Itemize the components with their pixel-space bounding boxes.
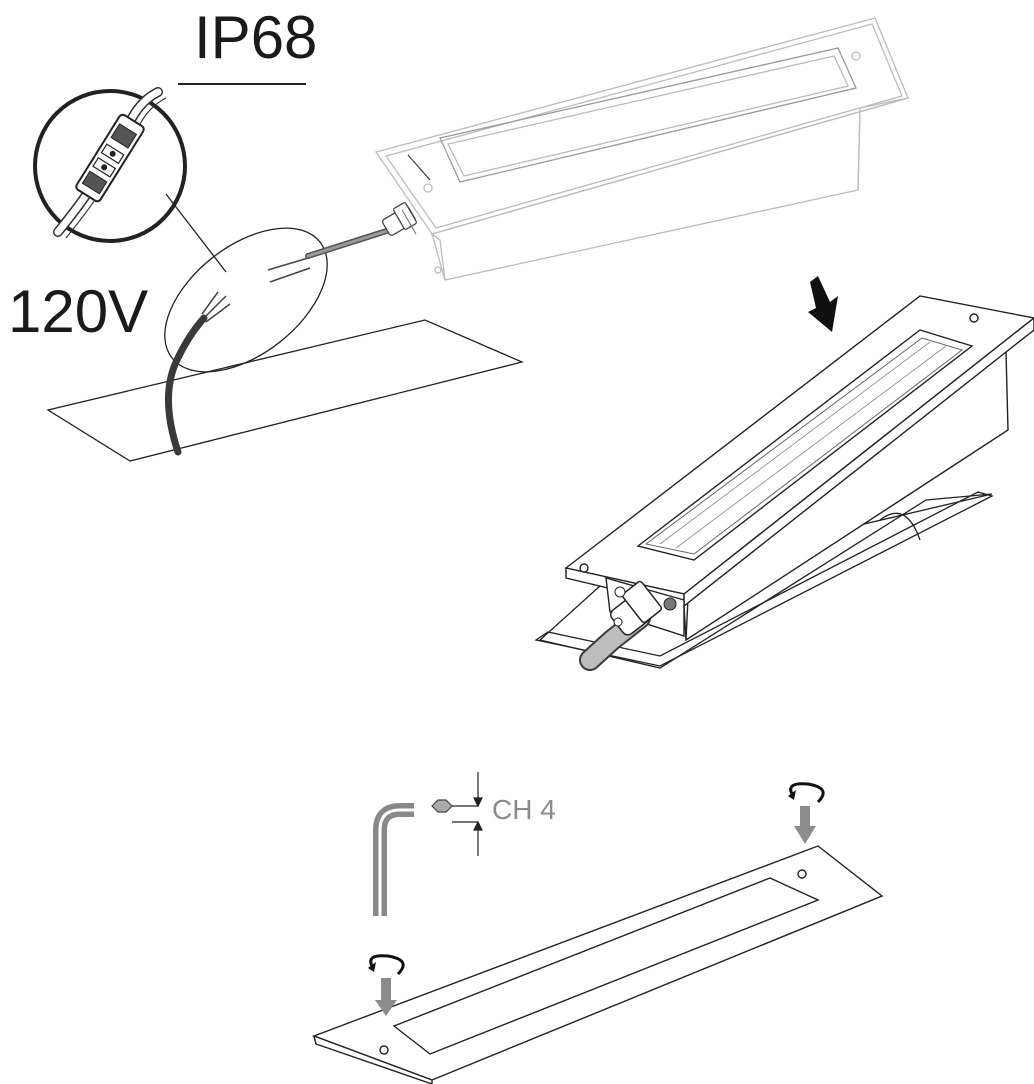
- fixture-installed: [564, 295, 1034, 642]
- fixture-preview: [374, 17, 909, 281]
- wire-connector-icon: [33, 87, 227, 273]
- cable-gland-top: [381, 202, 417, 236]
- rotate-arrow-icon: [788, 782, 825, 844]
- ground-plane: [46, 319, 525, 462]
- protection-rating-label: IP68: [194, 4, 318, 71]
- down-arrow-icon: [808, 276, 838, 332]
- recess-housing: [534, 491, 994, 669]
- hex-key-icon: [373, 799, 453, 916]
- cable-gland-installed: [579, 580, 677, 671]
- trim-frame: [312, 845, 884, 1084]
- hex-size-dimension: [452, 772, 483, 856]
- rotate-arrow-icon-2: [368, 954, 405, 1016]
- wire-zoom-ellipse: [164, 225, 399, 456]
- hex-key-size-label: CH 4: [492, 794, 556, 825]
- voltage-label: 120V: [8, 278, 149, 345]
